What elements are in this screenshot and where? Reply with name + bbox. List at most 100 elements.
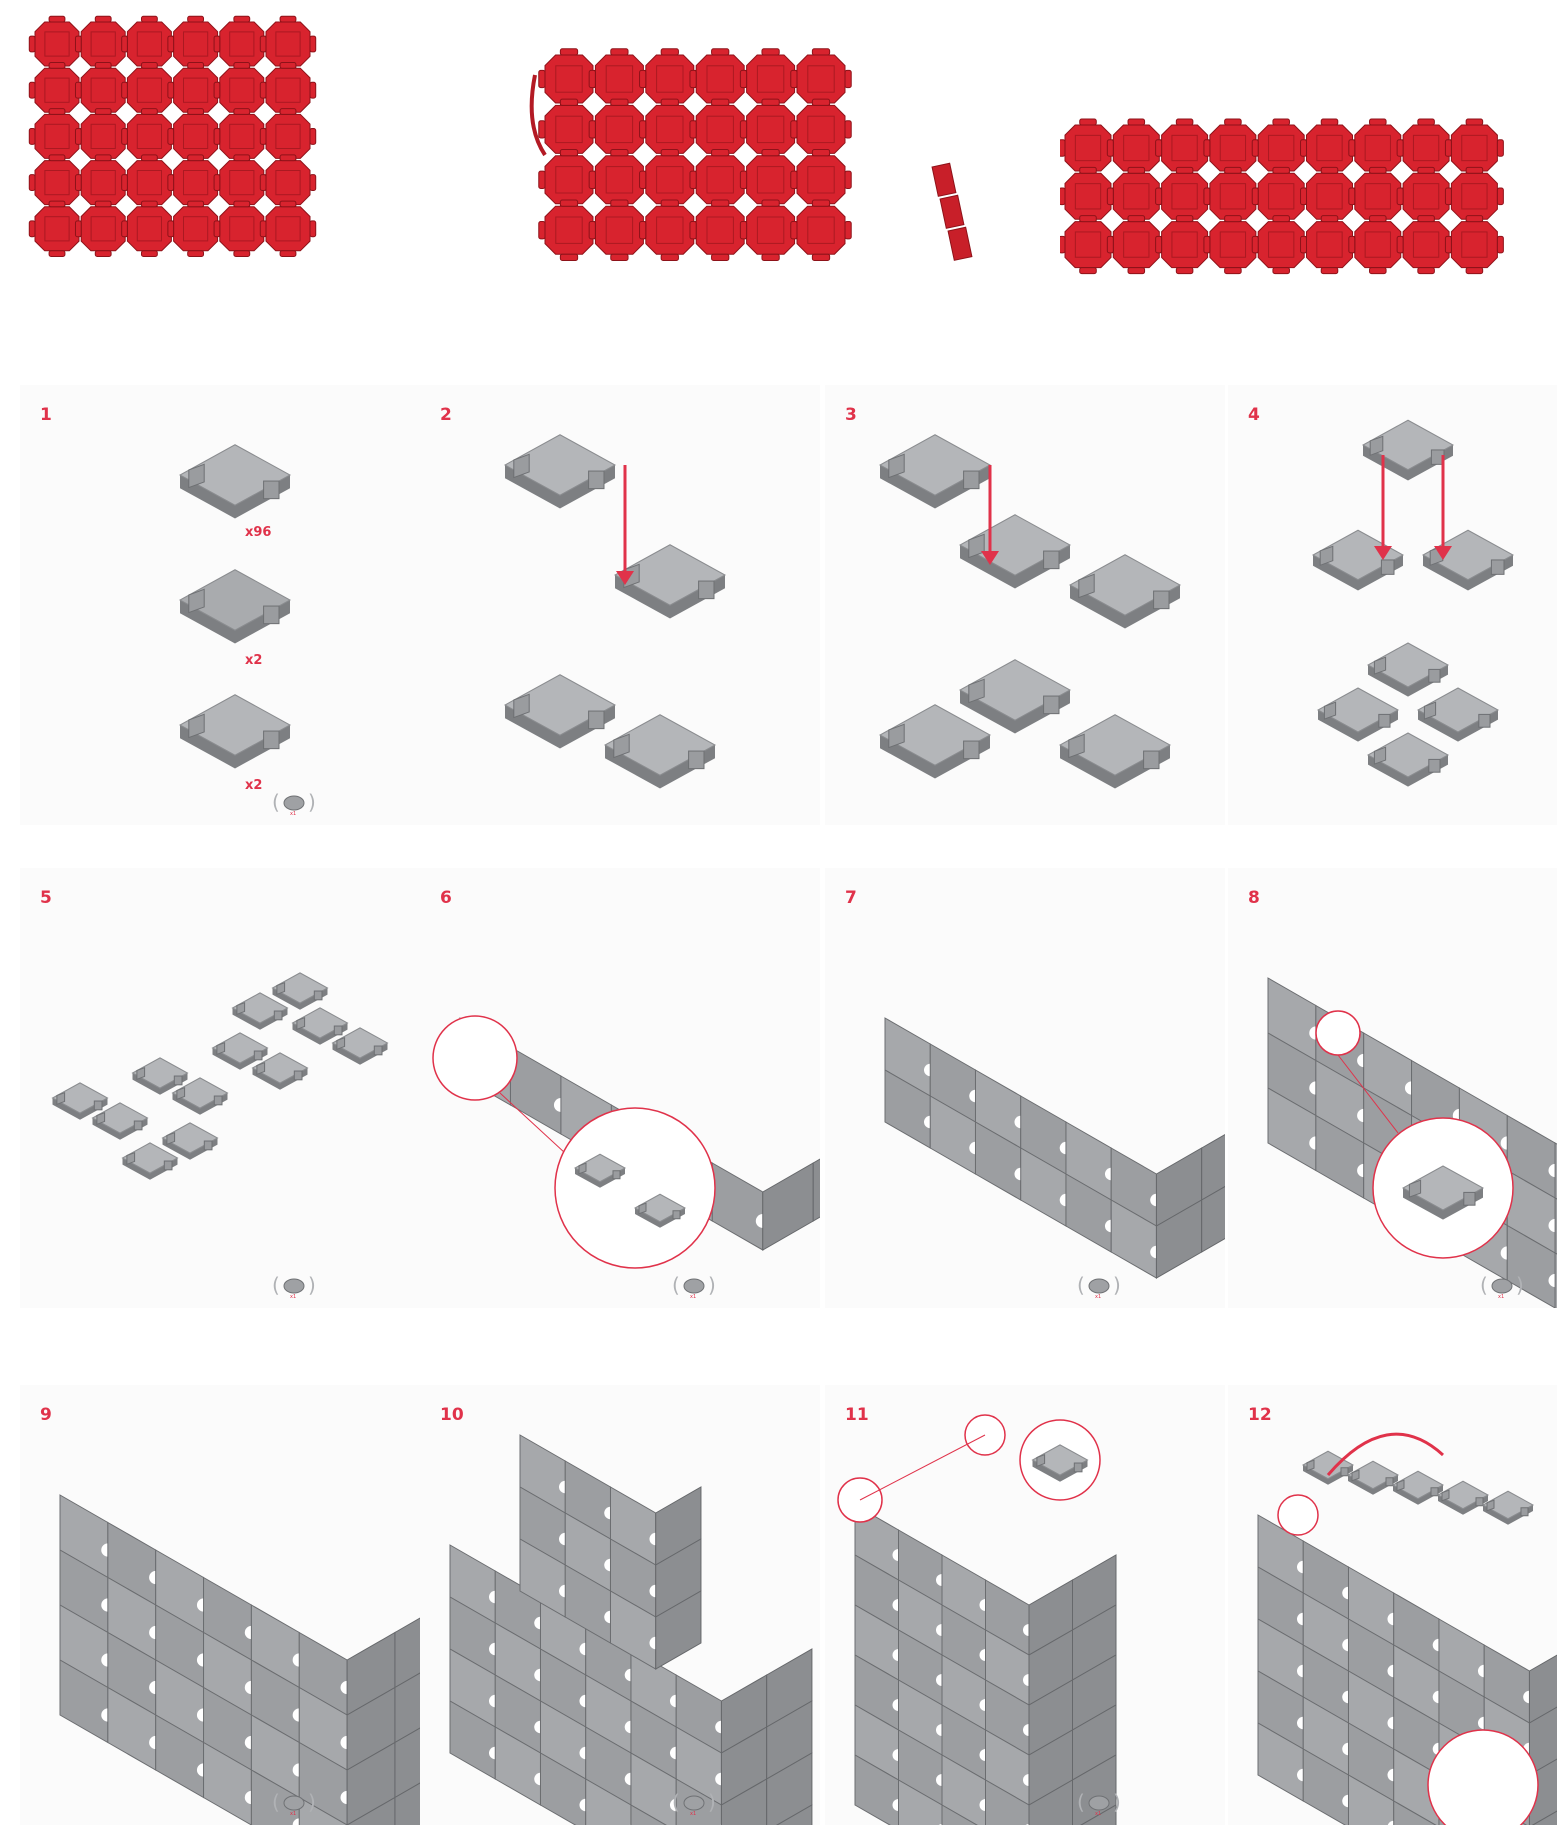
step-number: 8 [1248,888,1260,908]
gray-tile [1393,1471,1443,1505]
step-illustration [420,1385,820,1825]
tile-wall [885,1018,1225,1278]
rotate-view-icon: () x1 [270,1790,318,1816]
step-illustration [1228,1385,1557,1825]
gap-hole [1153,165,1168,180]
gap-hole [166,60,180,74]
gap-hole [688,147,703,162]
gap-hole [1346,165,1361,180]
svg-text:(: ( [1480,1273,1488,1297]
svg-text:): ) [1516,1273,1524,1297]
gap-hole [73,199,87,213]
gap-hole [688,97,703,112]
svg-text:): ) [308,790,316,814]
step-number: 10 [440,1405,464,1425]
gap-hole [166,106,180,120]
step-illustration [825,1385,1225,1825]
gray-tile [1368,733,1448,787]
svg-text:(: ( [672,1790,680,1814]
gap-hole [212,106,226,120]
step-number: 12 [1248,1405,1272,1425]
step-number: 3 [845,405,857,425]
magnify-circle-icon [1316,1011,1360,1055]
step-illustration [20,1385,420,1825]
gap-hole [166,153,180,167]
step-panel-3: 3 [825,385,1225,825]
step-illustration [825,868,1225,1308]
gap-hole [788,147,803,162]
step-number: 2 [440,405,452,425]
gap-hole [1250,165,1265,180]
svg-text:x1: x1 [290,1294,296,1299]
tile-wall [60,1495,420,1825]
gray-tile [960,660,1070,734]
gray-tile [180,695,290,769]
svg-text:): ) [308,1790,316,1814]
gray-tile [605,715,715,789]
rotate-view-icon: ()x1 [1075,1790,1123,1816]
svg-text:): ) [708,1273,716,1297]
step-panel-1: 1x96x2x2()x1 [20,385,420,825]
step-panel-11: 11 ()x1 [825,1385,1225,1825]
rotate-view-icon: ()x1 [1478,1273,1526,1299]
quantity-label: x96 [245,525,271,540]
gray-tile [880,435,990,509]
step-number: 5 [40,888,52,908]
gap-hole [1346,213,1361,228]
magnify-circle-icon [555,1108,715,1268]
svg-text:x1: x1 [690,1294,696,1299]
gap-hole [788,97,803,112]
gray-tile [180,570,290,644]
step-illustration [1228,868,1557,1308]
step-illustration [420,385,820,825]
gray-tile [615,545,725,619]
gray-tile [1318,688,1398,742]
gap-hole [637,97,652,112]
svg-text:(: ( [672,1273,680,1297]
gray-tile [233,993,288,1030]
gap-hole [258,153,272,167]
svg-text:): ) [1113,1790,1121,1814]
svg-text:(: ( [1077,1273,1085,1297]
gap-hole [587,97,602,112]
rotate-view-icon: () x1 [270,790,318,816]
gap-hole [587,147,602,162]
gap-hole [1105,213,1120,228]
rotate-view-icon: ()x1 [670,1790,718,1816]
svg-text:(: ( [1077,1790,1085,1814]
magnify-circle-icon [433,1016,517,1100]
gap-hole [1298,165,1313,180]
gap-hole [212,153,226,167]
step-panel-10: 10 ()x1 [420,1385,820,1825]
rotate-view-icon: ()x1 [1075,1273,1123,1299]
gray-tile [1483,1491,1533,1525]
gray-tile [1368,643,1448,697]
gap-hole [258,199,272,213]
gap-hole [738,198,753,213]
gap-hole [212,199,226,213]
quantity-label: x2 [245,778,262,793]
gap-hole [119,60,133,74]
step-number: 11 [845,1405,869,1425]
gap-hole [73,106,87,120]
step-panel-7: 7()x1 [825,868,1225,1308]
svg-text:x1: x1 [290,811,296,816]
tile [260,201,315,256]
gap-hole [738,97,753,112]
svg-text:x1: x1 [290,1811,296,1816]
svg-text:(: ( [272,1273,280,1297]
gap-hole [637,147,652,162]
step-panel-12: 12 [1228,1385,1557,1825]
gap-hole [788,198,803,213]
long-strip-render [1060,115,1557,315]
rotate-view-icon: ()x1 [270,1273,318,1299]
svg-text:x1: x1 [1095,1294,1101,1299]
step-number: 4 [1248,405,1260,425]
svg-text:(: ( [272,1790,280,1814]
magnify-circle-icon [1278,1495,1318,1535]
gap-hole [1105,165,1120,180]
gap-hole [637,198,652,213]
svg-text:(: ( [272,790,280,814]
gap-hole [166,199,180,213]
gap-hole [258,106,272,120]
